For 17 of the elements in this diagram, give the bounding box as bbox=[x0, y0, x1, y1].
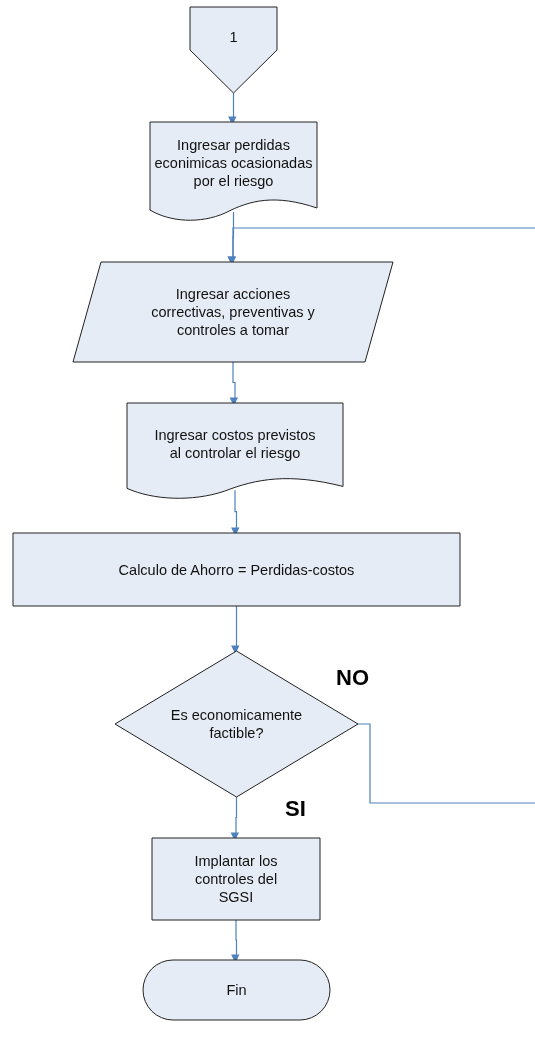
input-parallelogram bbox=[73, 262, 393, 362]
document-shape bbox=[150, 122, 317, 222]
node-text: Fin bbox=[226, 981, 247, 999]
node-text: Es economicamente factible? bbox=[169, 706, 304, 742]
node-text: Ingresar perdidas econimicas ocasionadas por el riesgo bbox=[153, 136, 314, 190]
off-page-connector bbox=[190, 7, 277, 93]
node-text: Ingresar costos previstos al controlar el riesgo bbox=[153, 426, 317, 462]
node-text: Implantar los controles del SGSI bbox=[193, 852, 279, 906]
process-box bbox=[13, 533, 460, 606]
arrow bbox=[231, 605, 240, 654]
document-shape bbox=[127, 403, 343, 500]
node-text: Ingresar acciones correctivas, preventivas y controles a tomar bbox=[150, 285, 316, 339]
node-text: Calculo de Ahorro = Perdidas-costos bbox=[118, 560, 355, 579]
node-text: 1 bbox=[229, 28, 238, 46]
terminator-shape bbox=[143, 960, 330, 1020]
process-box bbox=[152, 838, 320, 920]
connector-line bbox=[357, 723, 535, 804]
